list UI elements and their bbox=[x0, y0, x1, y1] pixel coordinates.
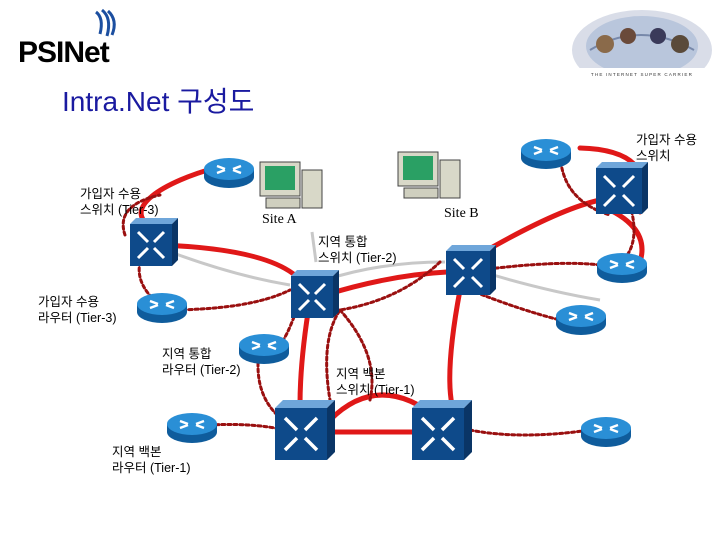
globe-icon: THE INTERNET SUPER CARRIER bbox=[570, 10, 715, 78]
page-title: Intra.Net 구성도 bbox=[62, 86, 255, 117]
router-icon bbox=[137, 293, 187, 323]
label-regional-backbone-router: 지역 백본 라우터 (Tier-1) bbox=[112, 445, 191, 475]
switch-icon bbox=[596, 162, 648, 214]
label-regional-backbone-switch: 지역 백본 스위치 (Tier-1) bbox=[336, 367, 415, 397]
router-icon bbox=[239, 334, 289, 364]
switch-icon bbox=[275, 400, 335, 460]
router-icon bbox=[597, 253, 647, 283]
router-icon bbox=[521, 139, 571, 169]
label-regional-integration-switch: 지역 통합 스위치 (Tier-2) bbox=[318, 235, 397, 265]
switch-icon bbox=[412, 400, 472, 460]
site-a-label: Site A bbox=[262, 212, 297, 227]
label-subscriber-switch-tier3: 가입자 수용 스위치 (Tier-3) bbox=[80, 187, 159, 217]
router-icon bbox=[167, 413, 217, 443]
logo-text: PSINet bbox=[18, 36, 110, 69]
label-subscriber-router-tier3: 가입자 수용 라우터 (Tier-3) bbox=[38, 295, 117, 325]
switch-icon bbox=[130, 218, 178, 266]
router-icon bbox=[581, 417, 631, 447]
label-subscriber-switch-top: 가입자 수용 스위치 bbox=[636, 133, 697, 163]
psinet-logo: PSINet bbox=[8, 8, 158, 69]
workstation-icon bbox=[397, 151, 461, 199]
globe-swirl-icon bbox=[95, 8, 116, 37]
switch-icon bbox=[291, 270, 339, 318]
label-regional-integration-router: 지역 통합 라우터 (Tier-2) bbox=[162, 347, 241, 377]
workstation-icon bbox=[259, 161, 323, 209]
switch-icon bbox=[446, 245, 496, 295]
router-icon bbox=[556, 305, 606, 335]
svg-text:THE INTERNET SUPER CARRIER: THE INTERNET SUPER CARRIER bbox=[591, 72, 693, 77]
site-b-label: Site B bbox=[444, 206, 479, 221]
router-icon bbox=[204, 158, 254, 188]
